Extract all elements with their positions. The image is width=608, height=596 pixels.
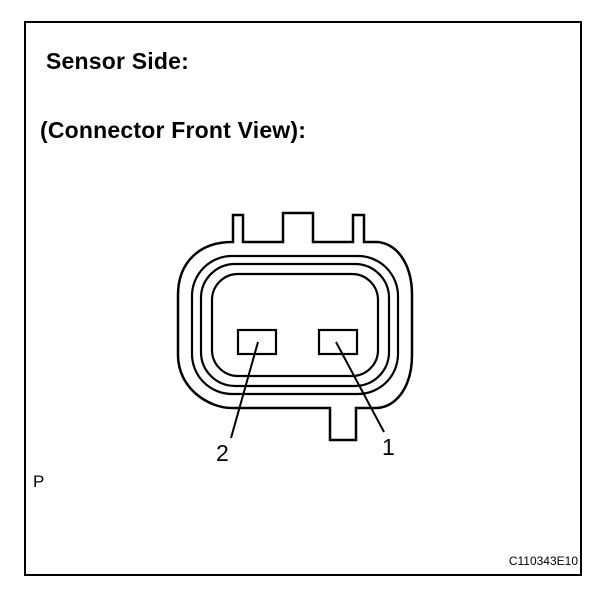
connector-seal-inner — [199, 262, 391, 388]
title-connector-front-view: (Connector Front View): — [40, 117, 307, 143]
corner-mark: P — [33, 472, 45, 491]
pin-label-1: 1 — [382, 434, 395, 460]
reference-code: C110343E10 — [508, 554, 578, 568]
connector-housing-outline — [176, 211, 414, 442]
title-sensor-side: Sensor Side: — [46, 48, 189, 74]
diagram-frame — [24, 21, 582, 576]
connector-seal-outer — [190, 254, 400, 396]
terminal-pin-2 — [236, 328, 278, 356]
leader-line-pin-2 — [230, 341, 259, 439]
connector-cavity — [210, 272, 380, 378]
pin-label-2: 2 — [216, 440, 229, 466]
leader-line-pin-1 — [335, 341, 385, 433]
terminal-pin-1 — [317, 328, 359, 356]
